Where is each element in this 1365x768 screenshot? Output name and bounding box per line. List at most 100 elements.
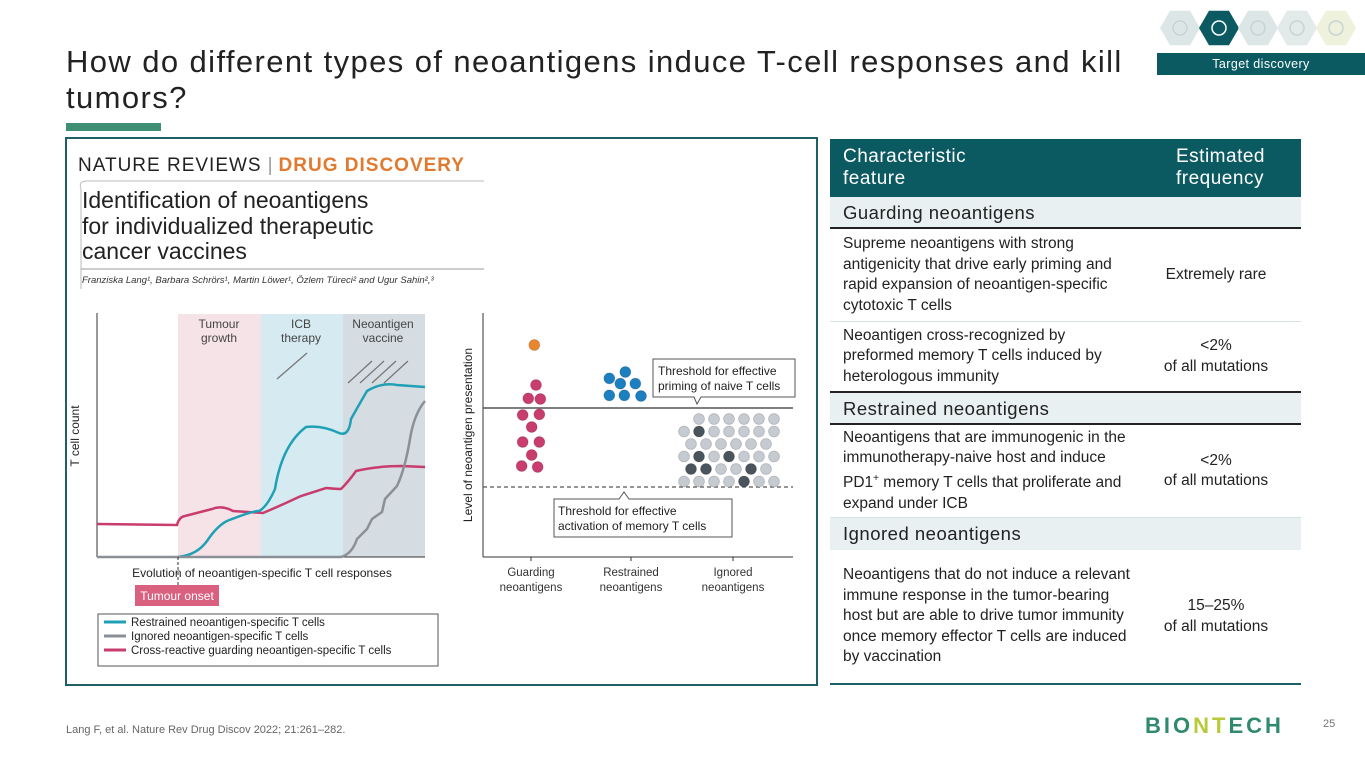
phase-icb-therapy [261, 314, 343, 557]
neoantigen-dot [700, 438, 712, 450]
neoantigen-dot [522, 392, 535, 405]
neoantigen-dot [753, 425, 765, 438]
section-nav [1160, 10, 1356, 46]
logo-text: ECH [1228, 713, 1284, 738]
frequency-unit: of all mutations [1163, 617, 1269, 635]
neoantigen-dot [738, 413, 750, 425]
legend-label: Ignored neoantigen-specific T cells [131, 631, 309, 643]
title-accent-bar [66, 123, 161, 131]
logo-text: BIO [1145, 713, 1194, 738]
neoantigen-dot [629, 377, 642, 390]
neoantigen-dot [693, 450, 705, 463]
group-ignored: Ignored neoantigens [830, 518, 1301, 550]
journal-header: NATURE REVIEWS|DRUG DISCOVERY [78, 155, 465, 176]
neoantigen-dot [531, 461, 544, 473]
neoantigen-dot [619, 366, 632, 378]
neoantigen-dot [618, 389, 631, 402]
chip-icon[interactable] [1277, 10, 1317, 46]
neoantigen-dot [603, 372, 616, 385]
neoantigen-dot [715, 463, 727, 475]
phase-neoantigen-vaccine [343, 314, 425, 557]
neoantigen-dot [708, 475, 720, 488]
section-label: Target discovery [1157, 53, 1365, 75]
neoantigen-dot [678, 475, 690, 488]
legend-label: Cross-reactive guarding neoantigen-speci… [131, 645, 392, 657]
legend-label: Restrained neoantigen-specific T cells [131, 617, 325, 629]
neoantigen-dot [760, 463, 772, 475]
header-text: Characteristic [843, 146, 967, 167]
article-title-line: cancer vaccines [82, 238, 247, 264]
syringe-icon [276, 352, 409, 384]
biontech-logo: BIONTECH [1145, 713, 1284, 739]
search-icon[interactable] [1160, 10, 1200, 46]
memory-callout [553, 491, 733, 538]
neoantigen-dot [738, 450, 750, 463]
neoantigen-dot [533, 408, 546, 421]
frequency-value: <2% [1200, 337, 1232, 354]
callout-text: activation of memory T cells [558, 519, 706, 533]
neoantigen-dot [753, 475, 765, 488]
neoantigen-dot [516, 409, 529, 421]
phase-label: Tumour [199, 317, 240, 331]
neoantigen-dot [693, 413, 705, 425]
table-row: Neoantigens that do not induce a relevan… [830, 550, 1301, 685]
tumour-onset-badge [135, 585, 219, 606]
citation: Lang F, et al. Nature Rev Drug Discov 20… [66, 724, 346, 736]
neoantigen-dot [678, 425, 690, 438]
neoantigen-dot [723, 450, 735, 463]
frequency-cell: <2% of all mutations [1131, 336, 1301, 377]
x-axis-label: Evolution of neoantigen-specific T cell … [132, 566, 392, 580]
list-icon[interactable] [1238, 10, 1278, 46]
header-text: Estimated [1176, 146, 1265, 167]
phase-label: growth [201, 331, 237, 345]
phase-label: therapy [281, 331, 321, 345]
article-authors: Franziska Lang¹, Barbara Schrörs¹, Marti… [82, 275, 434, 286]
neoantigen-dot [738, 425, 750, 438]
feature-cell: Neoantigens that are immunogenic in the … [830, 422, 1131, 520]
phase-label: ICB [291, 317, 311, 331]
neoantigen-dot [730, 463, 742, 475]
article-frame [79, 180, 484, 190]
neoantigen-dot [768, 425, 780, 438]
target-icon[interactable] [1199, 10, 1239, 46]
neoantigen-dot [614, 377, 627, 390]
series-cross-reactive-line [96, 464, 426, 527]
neoantigen-dot [530, 379, 542, 391]
superscript: + [873, 472, 879, 484]
frequency-cell: Extremely rare [1165, 265, 1267, 283]
neoantigen-dot [745, 463, 757, 475]
neoantigen-dot [700, 463, 712, 475]
neoantigen-dot [533, 436, 546, 448]
neoantigen-dot [603, 389, 616, 402]
flask-icon-glyph [1328, 20, 1344, 36]
table-row: Neoantigen cross-recognized by preformed… [830, 322, 1301, 393]
neoantigen-dot [738, 475, 750, 488]
frequency-cell: <2%of all mutations [1131, 451, 1301, 492]
presentation-chart: Threshold for effective priming of naive… [461, 313, 796, 594]
y-axis-label: T cell count [68, 405, 82, 467]
flask-icon[interactable] [1316, 10, 1356, 46]
search-icon-glyph [1172, 20, 1188, 36]
callout-text: Threshold for effective [558, 504, 677, 518]
neoantigen-dot [693, 425, 705, 438]
neoantigen-dot [753, 413, 765, 425]
feature-text: Neoantigens that are immunogenic in the … [843, 428, 1126, 492]
neoantigen-dot [768, 450, 780, 463]
page-title: How do different types of neoantigens in… [66, 44, 1123, 115]
frequency-unit: of all mutations [1163, 357, 1269, 375]
neoantigen-dot [685, 463, 697, 475]
t-cell-chart: Tumour growth ICB therapy Neoantigen vac… [68, 313, 439, 667]
neoantigen-dot [708, 450, 720, 463]
frequency-cell: 15–25%of all mutations [1131, 596, 1301, 637]
journal-name: NATURE REVIEWS [78, 155, 262, 176]
frequency-value: <2% [1200, 451, 1232, 469]
feature-text: memory T cells that proliferate and expa… [843, 474, 1122, 512]
logo-text: NT [1193, 713, 1229, 738]
neoantigen-dot [528, 339, 541, 351]
neoantigen-dot [723, 475, 735, 488]
neoantigen-dot [678, 450, 690, 463]
